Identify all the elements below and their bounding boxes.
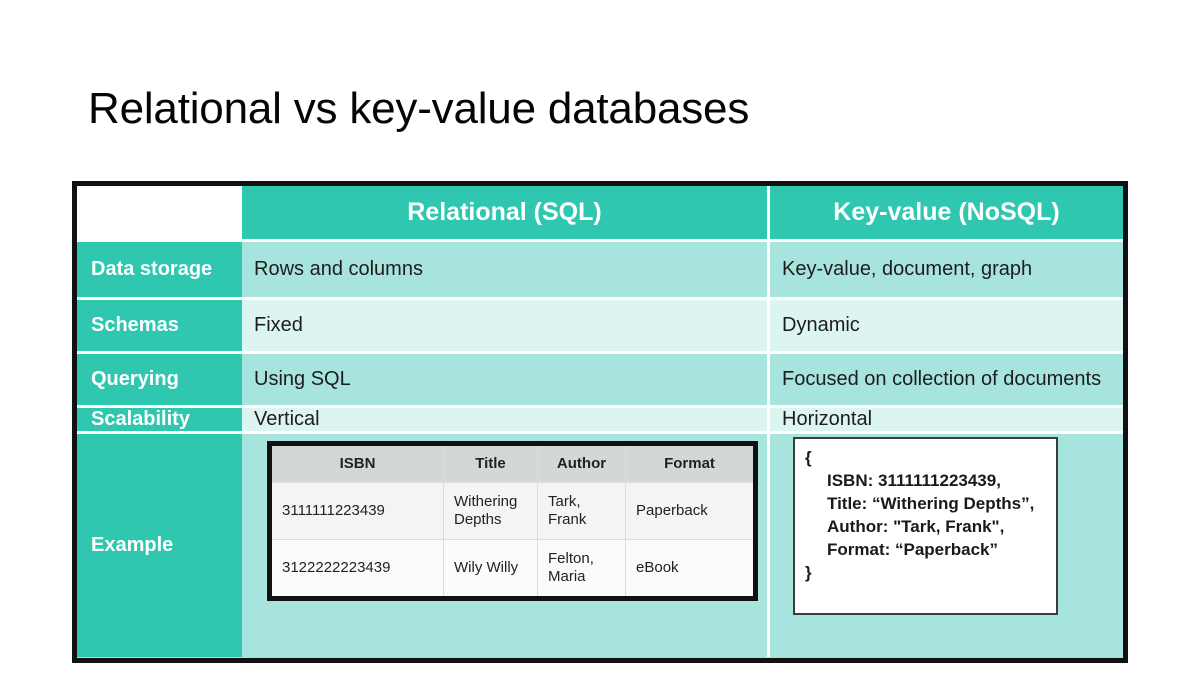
cell-relational-querying: Using SQL	[242, 354, 770, 405]
book-table-header-row: ISBN Title Author Format	[272, 446, 753, 482]
book-col-author: Author	[538, 446, 626, 482]
page-title: Relational vs key-value databases	[88, 84, 750, 133]
json-field-isbn: ISBN: 3111111223439,	[827, 470, 1001, 490]
table-row: Querying Using SQL Focused on collection…	[77, 354, 1123, 408]
json-field-title: Title: “Withering Depths”,	[827, 493, 1035, 513]
row-label-data-storage: Data storage	[77, 242, 242, 297]
book-table-row: 3122222223439 Wily Willy Felton, Maria e…	[272, 539, 753, 596]
example-relational-table: ISBN Title Author Format 3111111223439 W…	[267, 441, 758, 601]
book-table-row: 3111111223439 Withering Depths Tark, Fra…	[272, 482, 753, 539]
cell-relational-data-storage: Rows and columns	[242, 242, 770, 297]
cell-relational-schemas: Fixed	[242, 300, 770, 351]
json-field-author: Author: "Tark, Frank",	[827, 516, 1005, 536]
json-close-brace: }	[805, 562, 812, 582]
header-corner-cell	[77, 186, 242, 239]
row-label-scalability: Scalability	[77, 408, 242, 431]
book-cell-author: Tark, Frank	[538, 483, 626, 539]
book-col-title: Title	[444, 446, 538, 482]
book-cell-isbn: 3111111223439	[272, 483, 444, 539]
book-col-isbn: ISBN	[272, 446, 444, 482]
example-keyvalue-document: { ISBN: 3111111223439, Title: “Withering…	[793, 437, 1058, 615]
table-row: Data storage Rows and columns Key-value,…	[77, 242, 1123, 300]
header-relational: Relational (SQL)	[242, 186, 770, 239]
cell-keyvalue-data-storage: Key-value, document, graph	[770, 242, 1123, 297]
cell-relational-scalability: Vertical	[242, 408, 770, 431]
table-header-row: Relational (SQL) Key-value (NoSQL)	[77, 186, 1123, 242]
book-cell-isbn: 3122222223439	[272, 540, 444, 596]
row-label-schemas: Schemas	[77, 300, 242, 351]
table-row: Schemas Fixed Dynamic	[77, 300, 1123, 354]
book-cell-format: Paperback	[636, 502, 708, 519]
json-open-brace: {	[805, 448, 812, 467]
book-cell-author: Felton, Maria	[538, 540, 626, 596]
header-keyvalue: Key-value (NoSQL)	[770, 186, 1123, 239]
cell-keyvalue-scalability: Horizontal	[770, 408, 1123, 431]
row-label-querying: Querying	[77, 354, 242, 405]
row-label-example: Example	[77, 434, 242, 657]
book-cell-title: Wily Willy	[444, 540, 538, 596]
book-col-format: Format	[664, 455, 715, 472]
book-cell-format: eBook	[636, 559, 679, 576]
json-field-format: Format: “Paperback”	[827, 539, 998, 559]
book-cell-title: Withering Depths	[444, 483, 538, 539]
cell-keyvalue-schemas: Dynamic	[770, 300, 1123, 351]
table-row: Scalability Vertical Horizontal	[77, 408, 1123, 434]
cell-keyvalue-querying: Focused on collection of documents	[770, 354, 1123, 405]
